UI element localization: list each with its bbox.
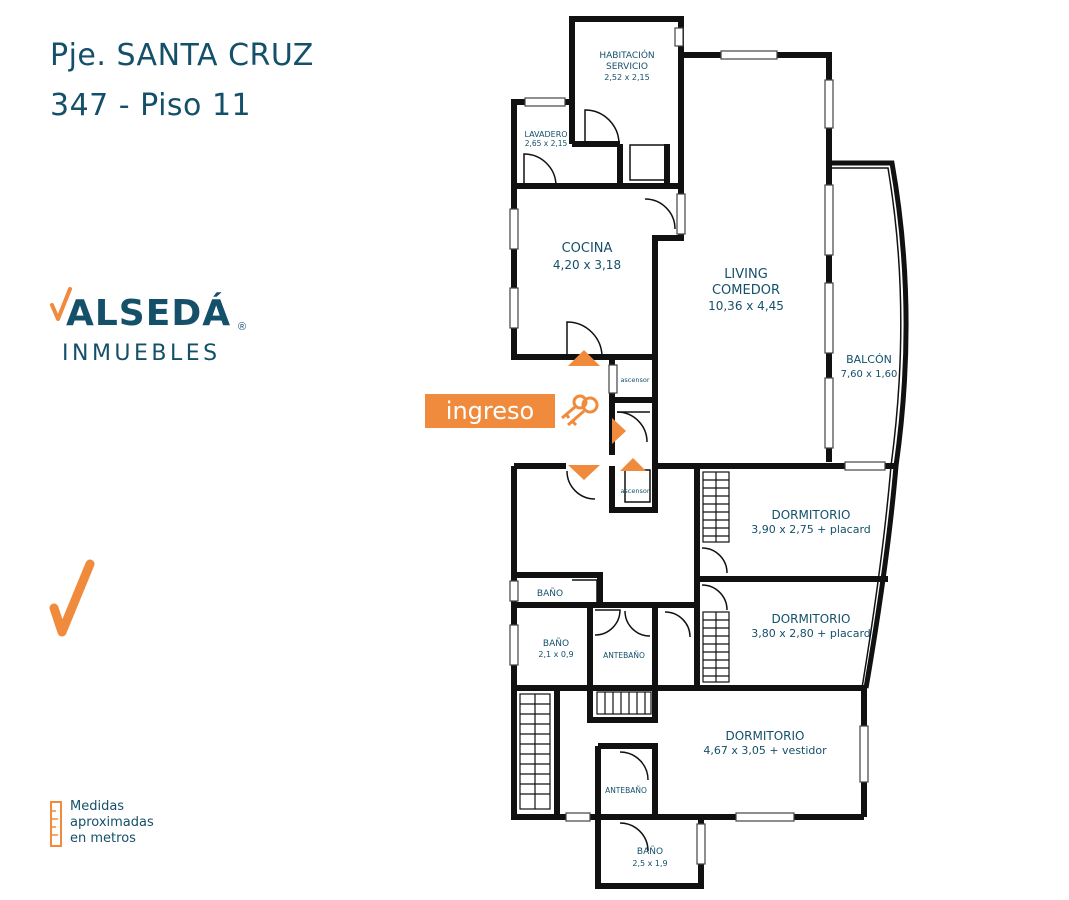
room-name: BAÑO [537, 588, 563, 599]
room-dims: 10,36 x 4,45 [708, 299, 784, 313]
room-name: ANTEBAÑO [605, 786, 647, 795]
address-street: Pje. SANTA CRUZ [50, 38, 314, 73]
room-name: ascensor [620, 487, 649, 495]
ruler-icon [50, 801, 62, 847]
logo-checkmark-icon [50, 287, 72, 321]
arrow-right-entrance [612, 418, 626, 444]
room-name: BAÑO [637, 846, 663, 857]
room-dims: 3,80 x 2,80 + placard [751, 627, 871, 640]
room-dims: 4,20 x 3,18 [553, 258, 621, 272]
keys-icon [561, 394, 599, 427]
address-number-floor: 347 - Piso 11 [50, 88, 252, 123]
measure-line-2: aproximadas [70, 815, 154, 830]
room-name: ANTEBAÑO [603, 651, 645, 660]
balcony-outline [829, 160, 909, 689]
room-name: ascensor [620, 376, 649, 384]
room-name: COMEDOR [712, 283, 780, 298]
room-dims: 2,65 x 2,15 [525, 139, 568, 148]
room-name: DORMITORIO [725, 729, 804, 743]
room-name: DORMITORIO [771, 612, 850, 626]
room-dims: 2,5 x 1,9 [632, 859, 667, 868]
logo-subtitle: INMUEBLES [62, 341, 221, 366]
entrance-label: ingreso [446, 397, 534, 425]
doors [523, 109, 728, 852]
room-labels: HABITACIÓN SERVICIO 2,52 x 2,15 LAVADERO… [524, 49, 897, 868]
measurements-note: Medidas aproximadas en metros [50, 799, 210, 851]
logo-registered-mark: ® [238, 321, 247, 333]
arrow-up-kitchen [568, 350, 600, 366]
checkmark-icon [49, 559, 95, 637]
arrow-up-elevator [620, 458, 646, 471]
room-dims: 2,1 x 0,9 [538, 650, 573, 659]
room-name: DORMITORIO [771, 508, 850, 522]
measure-line-3: en metros [70, 831, 136, 846]
alseda-logo: ALSEDÁ ® INMUEBLES [48, 285, 268, 375]
room-dims: 2,52 x 2,15 [604, 73, 649, 82]
room-name: COCINA [562, 241, 613, 256]
room-name: HABITACIÓN [599, 49, 654, 61]
room-dims: 7,60 x 1,60 [841, 369, 898, 380]
room-name: LIVING [724, 267, 768, 282]
logo-brand: ALSEDÁ [66, 293, 232, 334]
room-name: LAVADERO [524, 130, 567, 139]
entrance-label-bg [425, 394, 555, 428]
windows [509, 27, 886, 865]
measure-line-1: Medidas [70, 799, 125, 814]
room-name: BAÑO [543, 638, 569, 649]
room-dims: 3,90 x 2,75 + placard [751, 523, 871, 536]
room-dims: 4,67 x 3,05 + vestidor [703, 744, 827, 757]
entrance-arrows [568, 350, 646, 480]
closets [519, 471, 730, 810]
room-name: BALCÓN [846, 353, 892, 366]
arrow-down-hall [568, 465, 600, 480]
room-name: SERVICIO [606, 62, 648, 72]
